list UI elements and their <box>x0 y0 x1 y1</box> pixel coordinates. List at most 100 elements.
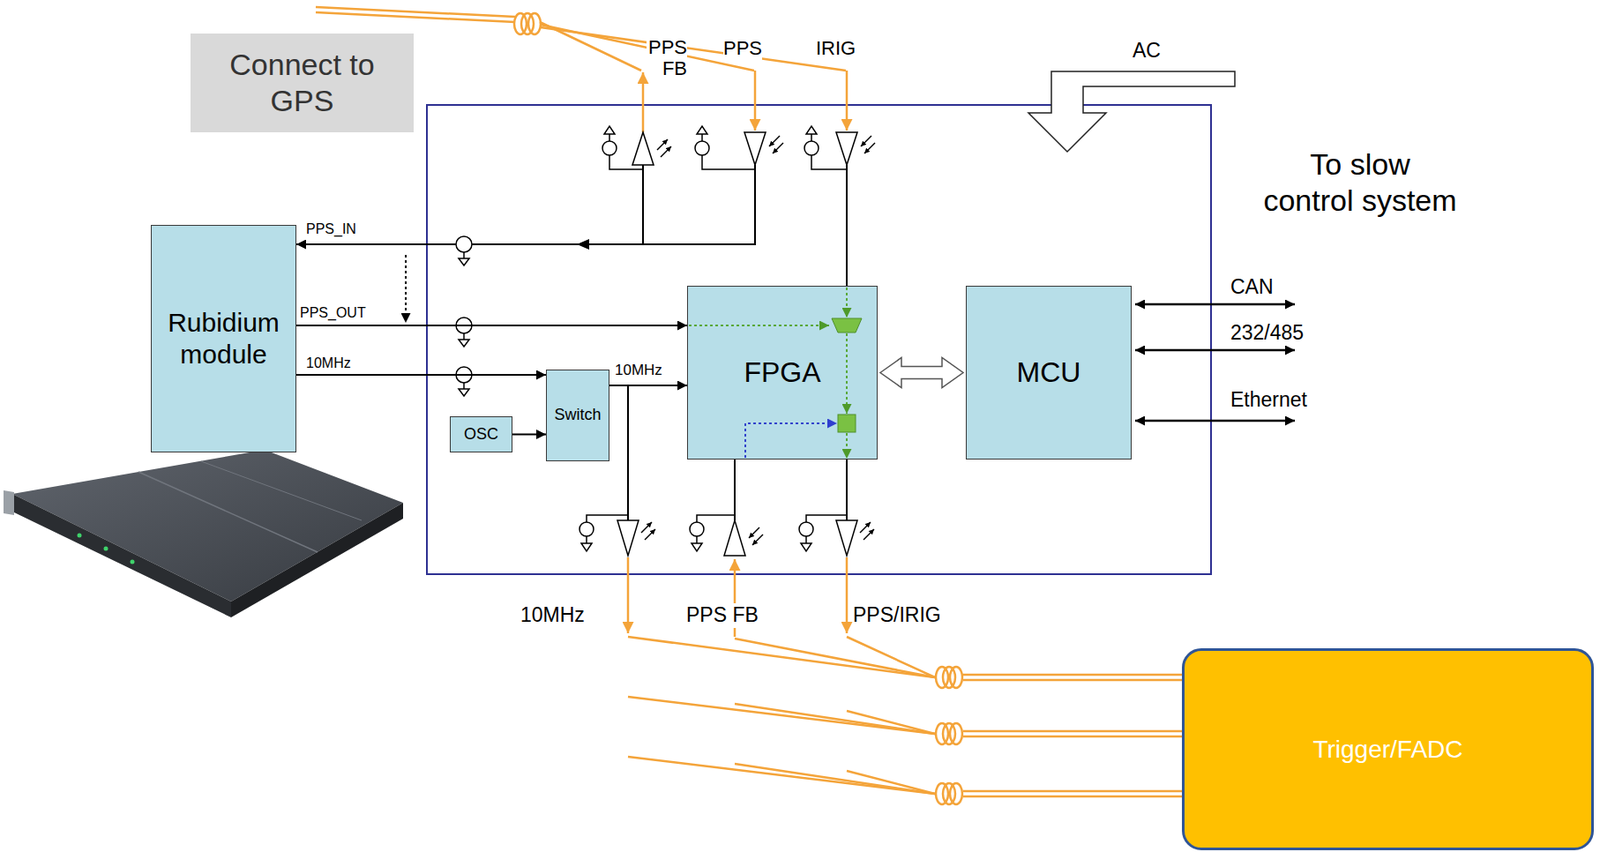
output-fiber <box>628 636 935 678</box>
coax-connector <box>696 515 735 523</box>
node-label: MCU <box>1016 355 1082 389</box>
node-label: Rubidium module <box>158 306 289 371</box>
bottom-transceivers <box>859 522 871 533</box>
coax-connector <box>602 141 617 156</box>
io-arrow <box>1135 303 1295 307</box>
bottom-transceivers <box>644 529 656 540</box>
power-label: AC <box>1132 38 1161 64</box>
node-text-group: FPGA <box>743 355 821 389</box>
destination-note: To slow control system <box>1261 146 1459 219</box>
interface-name: CAN <box>1230 275 1274 300</box>
top-transceivers <box>836 132 858 165</box>
signal-connector <box>512 433 546 436</box>
node-label: Connect to GPS <box>201 46 404 120</box>
node-label: FPGA <box>743 355 821 389</box>
ac-power-arrow <box>1028 71 1235 152</box>
output-fiber <box>963 735 1182 739</box>
mux-symbol <box>831 318 862 333</box>
coax-connector <box>691 543 703 552</box>
bottom-transceivers <box>863 529 875 540</box>
logic-flow-line <box>845 433 848 459</box>
coax-connector <box>458 388 470 397</box>
connector-label: 10MHz <box>614 361 663 380</box>
logic-flow-line <box>688 324 830 327</box>
gps-fiber <box>540 27 846 71</box>
node-label: Trigger/FADC <box>1312 734 1463 765</box>
signal-connector <box>609 384 688 387</box>
coax-connector <box>608 134 611 142</box>
top-transceivers <box>769 135 780 147</box>
coax-connector <box>695 536 698 544</box>
bottom-transceivers <box>617 520 875 556</box>
bottom-transceivers <box>836 520 858 556</box>
signal-name: PPS FB <box>686 603 759 629</box>
trigger-fadc-box: Trigger/FADC <box>1181 648 1594 851</box>
signal-name: IRIG <box>815 37 856 60</box>
output-fiber <box>846 636 935 678</box>
rubidium-photo <box>77 533 83 539</box>
logic-flow-line <box>845 333 848 414</box>
signal-name: PPS/IRIG <box>852 603 942 629</box>
output-fiber <box>949 666 963 688</box>
signal-wire <box>845 459 848 521</box>
coax-connector <box>695 141 710 156</box>
coax-connector <box>456 236 472 253</box>
node-label: Switch <box>553 405 601 426</box>
bottom-transceivers <box>724 520 746 556</box>
top-transceivers <box>744 132 766 165</box>
output-fiber <box>963 790 1182 793</box>
signal-name: PPS FB <box>646 37 688 80</box>
gps-fiber <box>845 70 849 131</box>
output-fiber <box>628 756 935 794</box>
output-fiber <box>845 557 849 634</box>
output-fiber <box>963 730 1182 733</box>
oscillator-box: OSC <box>449 416 513 453</box>
connector-label: PPS_OUT <box>299 304 367 322</box>
rubidium-photo <box>104 546 109 552</box>
coax-connector <box>609 155 643 170</box>
node-text-group: Connect to GPS <box>201 46 404 120</box>
top-transceivers <box>632 132 654 165</box>
signal-wire <box>733 459 736 521</box>
signal-wire <box>296 243 457 246</box>
switch-box: Switch <box>545 369 610 462</box>
gps-fiber <box>754 70 757 131</box>
signal-wire <box>845 164 848 286</box>
gps-fiber <box>315 7 516 17</box>
coax-connector <box>463 333 465 340</box>
coax-connector <box>799 522 814 537</box>
signal-name: PPS <box>723 37 763 60</box>
main-chassis <box>426 104 1212 575</box>
coax-connector <box>579 522 594 537</box>
coax-connector <box>604 126 615 135</box>
bottom-transceivers <box>641 522 652 533</box>
coax-connector <box>581 543 592 552</box>
gps-fiber <box>642 72 645 133</box>
signal-wire <box>576 239 590 250</box>
top-transceivers <box>772 142 784 154</box>
coax-connector <box>458 339 470 347</box>
node-label: OSC <box>463 425 499 445</box>
gps-fiber <box>315 12 516 23</box>
coax-connector <box>804 141 819 156</box>
gps-box: Connect to GPS <box>190 33 414 133</box>
node-text-group: MCU <box>1016 355 1082 389</box>
output-fiber <box>949 783 963 805</box>
coax-connector <box>811 155 847 170</box>
top-transceivers <box>657 139 668 150</box>
signal-wire <box>642 164 644 245</box>
rubidium-module: Rubidium module <box>150 224 297 453</box>
interface-name: 232/485 <box>1230 321 1304 346</box>
coax-connector <box>463 252 465 259</box>
output-fiber <box>627 557 630 634</box>
logic-block <box>837 414 856 433</box>
output-fiber <box>949 723 963 745</box>
output-fiber <box>963 795 1182 799</box>
coax-connector <box>463 382 465 389</box>
node-text-group: Trigger/FADC <box>1312 734 1463 765</box>
output-fiber <box>846 710 935 734</box>
signal-connector <box>296 373 546 376</box>
coax-connector <box>585 536 588 544</box>
io-arrow <box>1135 419 1295 423</box>
